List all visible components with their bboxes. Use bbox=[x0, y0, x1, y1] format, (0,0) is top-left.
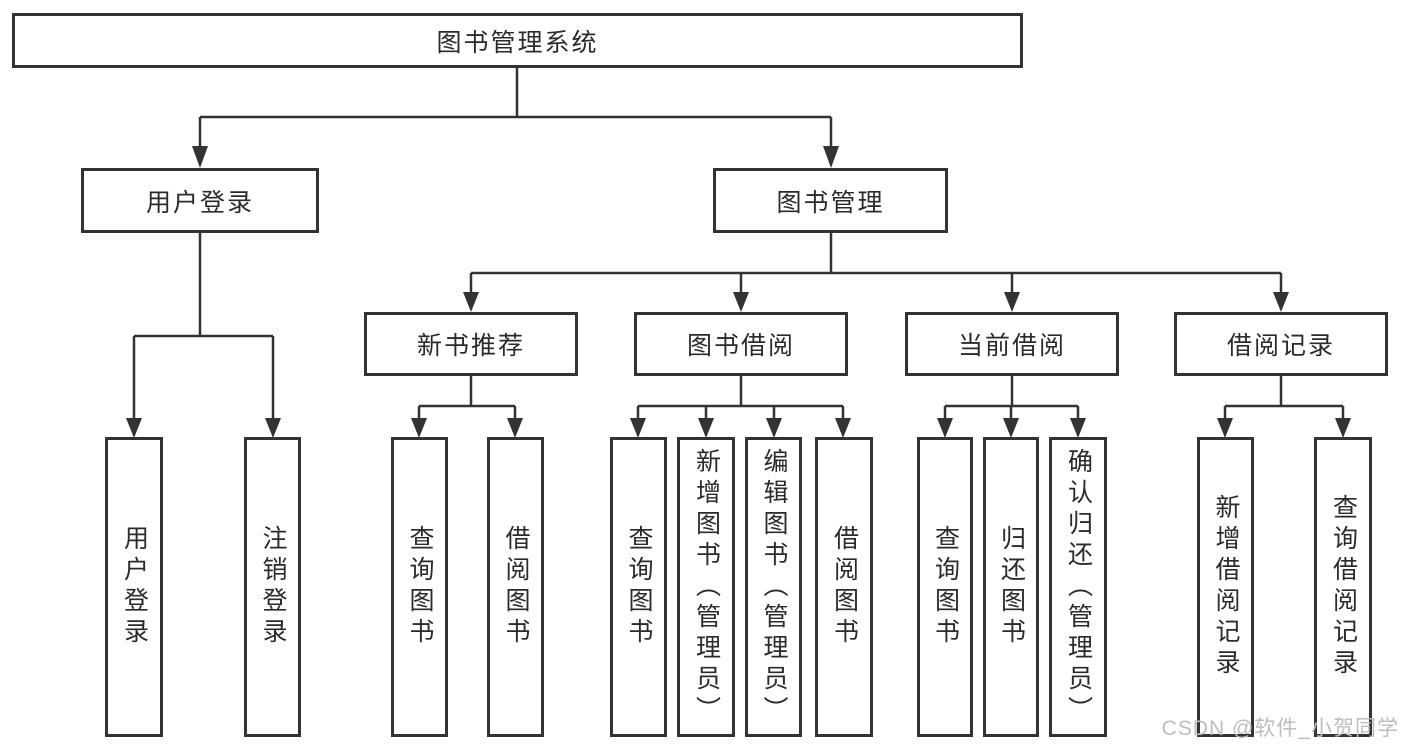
leaf-edit-books-admin: 编辑图书（管理员） bbox=[745, 437, 802, 737]
leaf-query-books-2: 查询图书 bbox=[610, 437, 667, 737]
node-root-library-system: 图书管理系统 bbox=[12, 13, 1023, 68]
leaf-query-books-1: 查询图书 bbox=[391, 437, 448, 737]
node-user-login: 用户登录 bbox=[81, 168, 319, 233]
leaf-query-books-3: 查询图书 bbox=[917, 437, 973, 737]
leaf-add-books-admin: 新增图书（管理员） bbox=[677, 437, 735, 737]
node-current-borrow: 当前借阅 bbox=[905, 312, 1119, 376]
leaf-add-borrow-record: 新增借阅记录 bbox=[1197, 437, 1254, 737]
leaf-borrow-books-1: 借阅图书 bbox=[487, 437, 544, 737]
leaf-query-borrow-record: 查询借阅记录 bbox=[1314, 437, 1372, 737]
node-borrow-record: 借阅记录 bbox=[1174, 312, 1388, 376]
leaf-borrow-books-2: 借阅图书 bbox=[815, 437, 873, 737]
watermark: CSDN @软件_小贺同学 bbox=[1161, 717, 1399, 740]
leaf-confirm-return-admin: 确认归还（管理员） bbox=[1049, 437, 1107, 737]
node-book-management: 图书管理 bbox=[713, 168, 948, 233]
node-book-borrow: 图书借阅 bbox=[634, 312, 848, 376]
node-new-book-recommend: 新书推荐 bbox=[364, 312, 578, 376]
leaf-return-books: 归还图书 bbox=[983, 437, 1039, 737]
leaf-user-login: 用户登录 bbox=[105, 437, 163, 737]
leaf-logout: 注销登录 bbox=[244, 437, 301, 737]
